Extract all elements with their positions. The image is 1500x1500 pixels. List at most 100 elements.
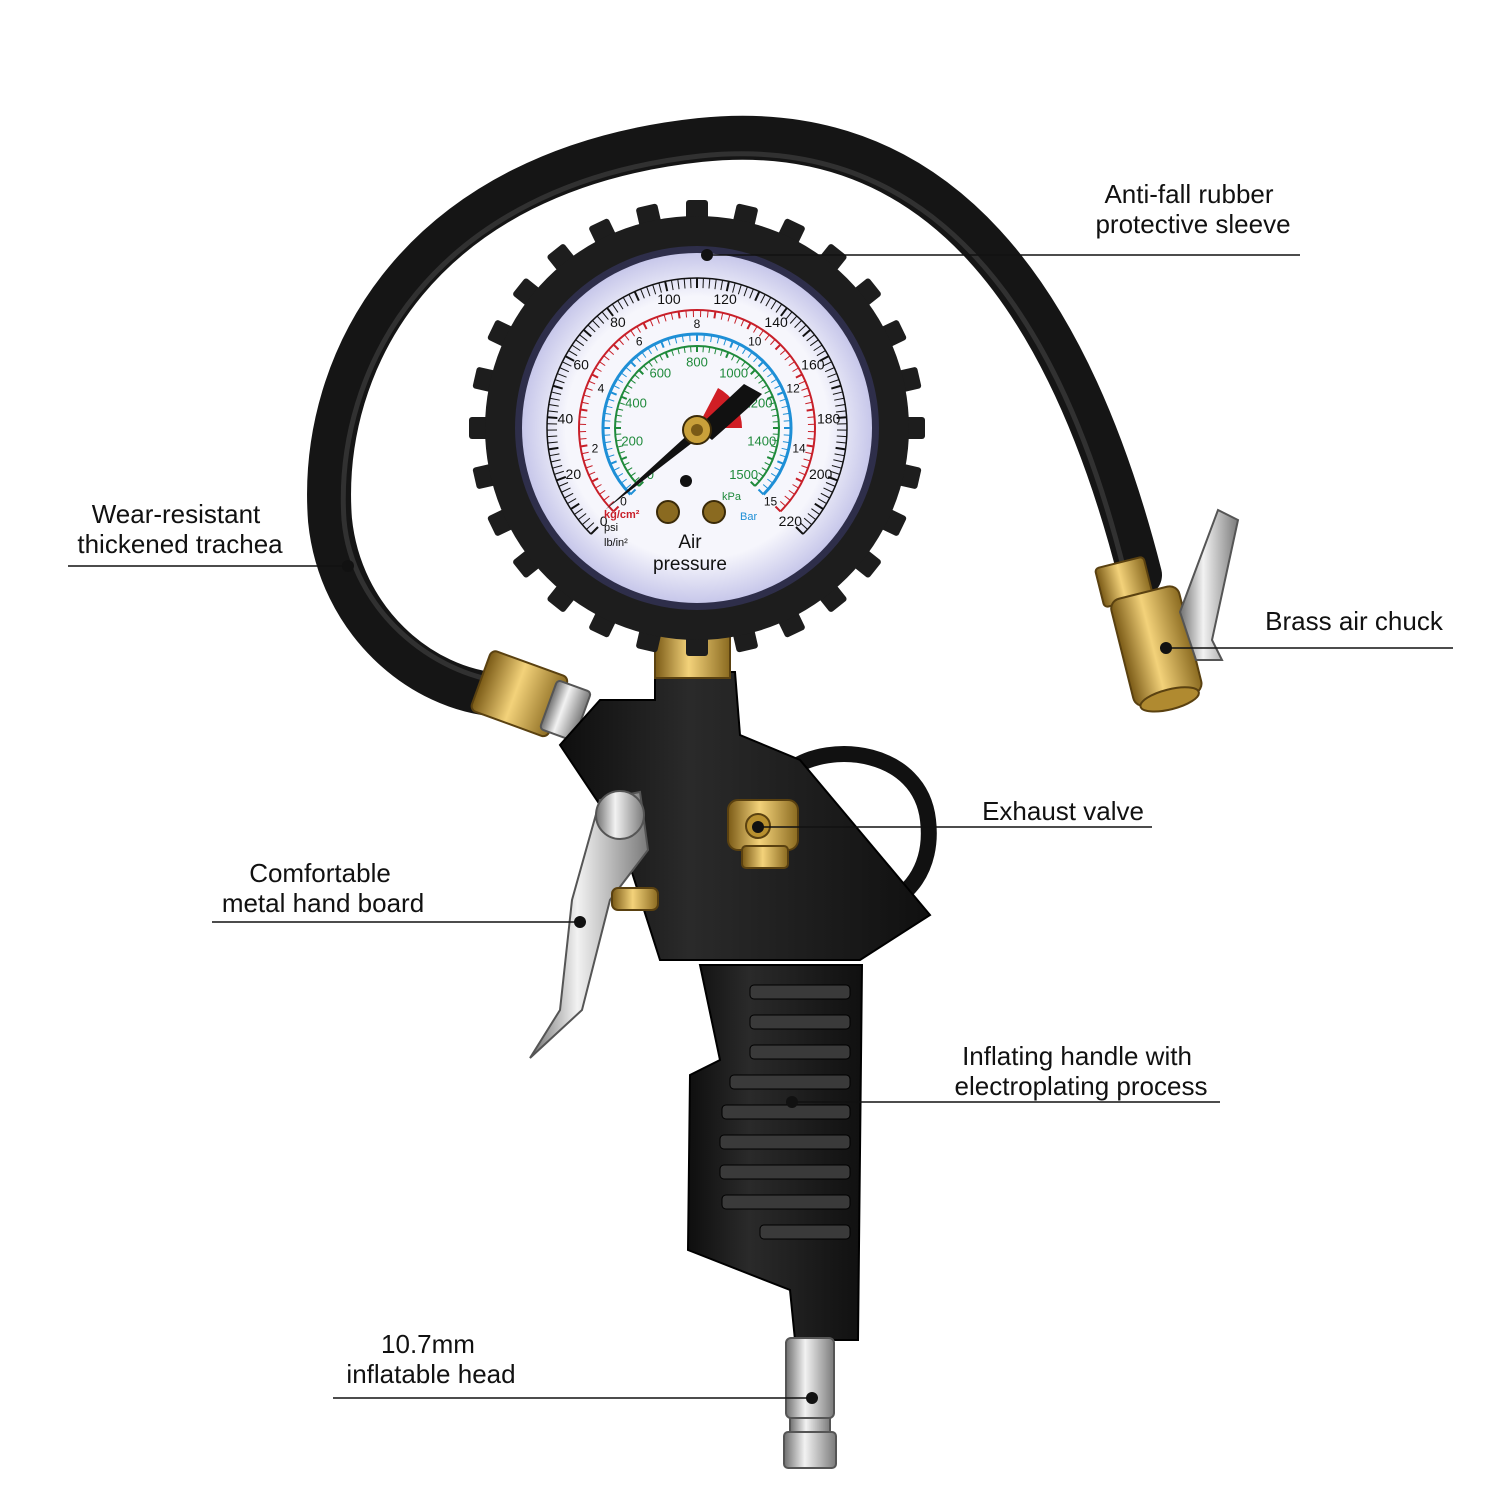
bar-tick xyxy=(603,420,611,422)
kg-scale-label: 8 xyxy=(694,317,701,331)
psi-tick xyxy=(564,492,574,499)
psi-tick xyxy=(785,311,793,320)
psi-tick xyxy=(633,291,640,302)
bar-tick xyxy=(736,344,741,351)
psi-tick xyxy=(552,384,563,390)
gauge-label-line1: Air xyxy=(678,532,702,553)
callout-board-line2: metal hand board xyxy=(221,888,425,918)
kg-tick xyxy=(579,437,587,440)
bar-tick xyxy=(681,335,684,343)
kg-tick xyxy=(580,444,588,448)
psi-tick xyxy=(590,526,599,535)
kpa-tick xyxy=(643,365,649,371)
kpa-tick xyxy=(634,476,640,482)
psi-tick xyxy=(825,482,836,487)
psi-tick xyxy=(708,278,711,289)
unit-psi: psi xyxy=(604,522,618,534)
kg-scale-label: 6 xyxy=(636,335,643,349)
kpa-tick xyxy=(648,361,653,367)
bar-tick xyxy=(776,460,785,465)
psi-tick xyxy=(811,508,820,515)
kg-tick xyxy=(806,444,814,448)
kpa-tick xyxy=(754,476,760,482)
kpa-tick xyxy=(615,439,623,442)
psi-tick xyxy=(646,286,651,297)
kg-tick xyxy=(805,401,813,405)
psi-tick xyxy=(754,291,761,302)
kpa-tick xyxy=(659,354,663,361)
kg-tick xyxy=(792,484,799,489)
kpa-tick xyxy=(615,414,623,417)
kg-tick xyxy=(774,505,782,513)
bar-tick xyxy=(742,347,747,355)
psi-tick xyxy=(829,379,840,384)
kg-tick xyxy=(630,330,636,337)
kg-tick xyxy=(624,334,630,341)
gun-body xyxy=(558,671,937,1341)
needle xyxy=(605,384,762,510)
psi-tick xyxy=(814,502,824,510)
kpa-tick xyxy=(634,374,640,380)
kpa-scale-label: 800 xyxy=(686,355,708,370)
bar-tick xyxy=(689,334,691,342)
hose xyxy=(307,115,1162,717)
kg-tick xyxy=(806,408,814,412)
bar-tick xyxy=(629,360,637,368)
psi-tick xyxy=(554,379,565,384)
psi-tick xyxy=(737,284,742,295)
kpa-tick xyxy=(618,402,625,405)
psi-scale-label: 20 xyxy=(566,466,582,482)
kg-tick xyxy=(583,458,591,462)
kpa-tick xyxy=(714,348,717,355)
psi-tick xyxy=(827,373,837,378)
psi-tick xyxy=(549,397,560,401)
bar-tick xyxy=(781,447,789,451)
leader-dot-handle xyxy=(786,1096,798,1108)
kg-tick xyxy=(788,489,795,495)
bar-tick xyxy=(647,347,652,355)
callout-valve: Exhaust valve xyxy=(982,796,1144,826)
psi-tick xyxy=(652,284,657,295)
kg-tick xyxy=(788,361,795,367)
psi-tick xyxy=(568,350,578,357)
kpa-tick xyxy=(771,414,779,417)
bar-tick xyxy=(781,405,789,409)
kpa-tick xyxy=(638,369,644,375)
psi-tick xyxy=(789,315,798,324)
gauge-label-line2: pressure xyxy=(653,554,727,575)
psi-tick xyxy=(561,487,571,493)
psi-tick xyxy=(836,410,847,413)
bar-tick xyxy=(770,473,778,478)
kg-tick xyxy=(612,343,620,351)
bar-tick xyxy=(613,467,620,472)
callout-board-line1: Comfortable xyxy=(249,858,391,888)
bar-tick xyxy=(762,484,769,490)
psi-tick xyxy=(558,482,569,487)
leader-dot-chuck xyxy=(1160,642,1172,654)
bar-tick xyxy=(774,467,781,472)
psi-tick xyxy=(806,334,815,342)
kpa-tick xyxy=(769,451,776,454)
leader-dot-sleeve xyxy=(701,249,713,261)
psi-scale-label: 160 xyxy=(801,357,825,373)
psi-tick xyxy=(548,404,559,407)
kg-tick xyxy=(746,322,752,330)
leader-dot-trachea xyxy=(342,560,354,572)
bar-tick xyxy=(607,454,615,458)
psi-scale-label: 140 xyxy=(764,314,788,330)
kg-arc xyxy=(578,309,816,513)
psi-scale-label: 60 xyxy=(573,357,589,373)
psi-tick xyxy=(562,361,572,367)
kg-scale-label: 12 xyxy=(786,381,800,395)
bar-tick xyxy=(641,351,647,358)
psi-tick xyxy=(640,288,645,299)
kpa-tick xyxy=(766,456,774,461)
psi-tick xyxy=(664,281,669,292)
psi-tick xyxy=(760,294,766,304)
psi-tick xyxy=(556,475,567,482)
kg-tick xyxy=(599,489,606,495)
bar-tick xyxy=(629,488,637,496)
psi-tick xyxy=(567,498,577,505)
kpa-tick xyxy=(771,439,779,442)
